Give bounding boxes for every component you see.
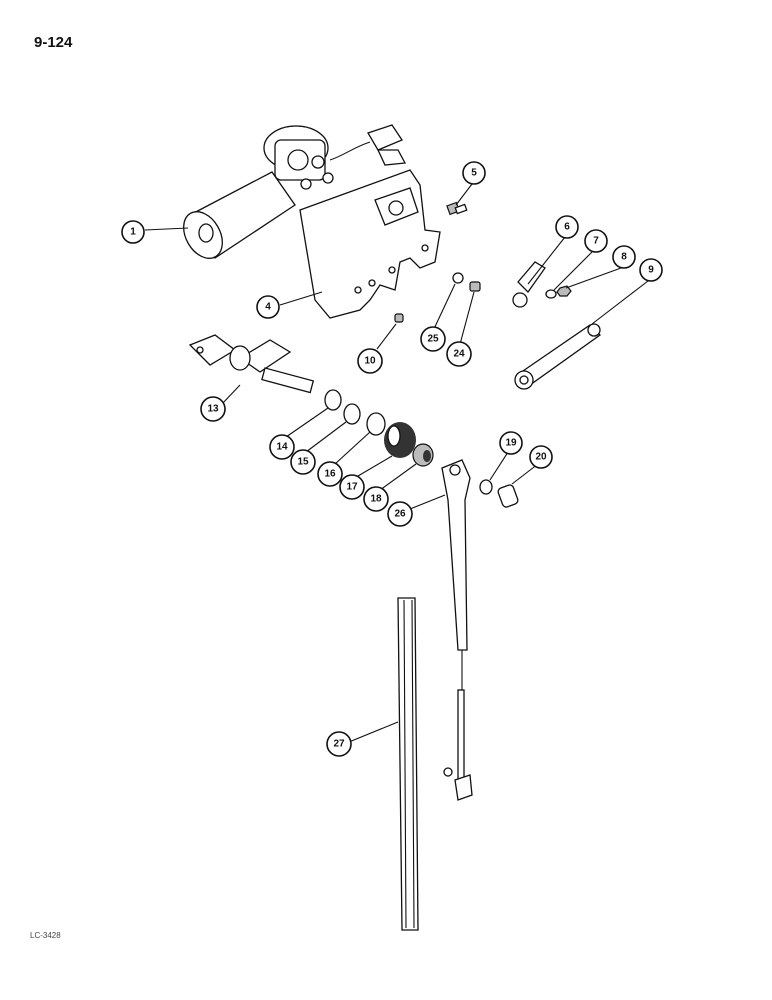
- callout-19: 19: [499, 431, 523, 455]
- svg-text:10: 10: [364, 356, 376, 367]
- svg-text:18: 18: [370, 494, 382, 505]
- callout-26: 26: [387, 501, 413, 527]
- lever-6: [512, 261, 546, 308]
- washer-25: [452, 272, 464, 284]
- svg-text:8: 8: [621, 252, 627, 263]
- svg-text:27: 27: [333, 739, 345, 750]
- svg-text:6: 6: [564, 222, 570, 233]
- callout-4: 4: [256, 295, 280, 319]
- callout-14: 14: [269, 434, 295, 460]
- page-number: 9-124: [34, 34, 73, 51]
- screw-24: [469, 281, 481, 292]
- svg-text:16: 16: [324, 469, 336, 480]
- svg-text:9: 9: [648, 265, 654, 276]
- bushing-17: [384, 422, 416, 458]
- wiper-motor: [183, 124, 407, 259]
- svg-text:15: 15: [297, 457, 309, 468]
- callout-20: 20: [529, 445, 553, 469]
- callout-16: 16: [317, 461, 343, 487]
- figure-code: LC-3428: [30, 931, 61, 940]
- washer-19: [479, 479, 493, 495]
- nut-16: [366, 412, 386, 436]
- washer-7: [545, 289, 557, 299]
- svg-text:1: 1: [130, 227, 136, 238]
- callout-24: 24: [446, 341, 472, 367]
- svg-text:24: 24: [453, 349, 465, 360]
- svg-text:19: 19: [505, 438, 517, 449]
- wiper-arm-26: [441, 459, 473, 801]
- svg-text:7: 7: [593, 236, 599, 247]
- callout-18: 18: [363, 486, 389, 512]
- svg-text:13: 13: [207, 404, 219, 415]
- cap-18: [412, 443, 434, 467]
- callout-10: 10: [357, 348, 383, 374]
- washer-14: [324, 389, 342, 411]
- pivot-shaft-13: [188, 334, 315, 394]
- callout-5: 5: [462, 161, 486, 185]
- callout-6: 6: [555, 215, 579, 239]
- svg-text:20: 20: [535, 452, 547, 463]
- link-arm-9: [514, 323, 602, 390]
- mounting-bracket: [299, 169, 441, 319]
- nut-8: [556, 285, 572, 297]
- callout-9: 9: [639, 258, 663, 282]
- washer-15: [343, 403, 361, 425]
- svg-text:17: 17: [346, 482, 358, 493]
- wiper-blade-27: [397, 597, 419, 931]
- callout-8: 8: [612, 245, 636, 269]
- svg-text:4: 4: [265, 302, 271, 313]
- callout-17: 17: [339, 474, 365, 500]
- svg-text:14: 14: [276, 442, 288, 453]
- svg-text:25: 25: [427, 334, 439, 345]
- screw-10: [394, 313, 404, 323]
- callout-7: 7: [584, 229, 608, 253]
- svg-text:26: 26: [394, 509, 406, 520]
- callout-1: 1: [121, 220, 145, 244]
- callout-15: 15: [290, 449, 316, 475]
- nut-20: [497, 484, 519, 508]
- screw-5: [446, 201, 468, 216]
- callout-13: 13: [200, 396, 226, 422]
- svg-text:5: 5: [471, 168, 477, 179]
- callout-27: 27: [326, 731, 352, 757]
- callout-25: 25: [420, 326, 446, 352]
